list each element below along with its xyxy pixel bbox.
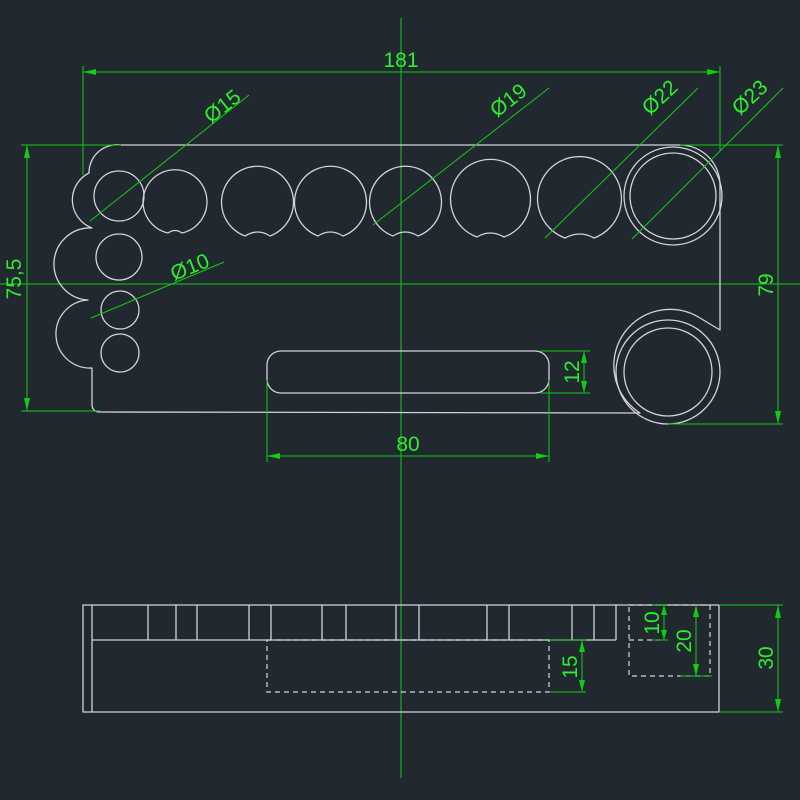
arrow-12-top [581, 351, 587, 363]
arrow-10-bottom [661, 630, 667, 640]
leader-dia23 [631, 87, 784, 240]
arrow-30-bottom [775, 699, 781, 712]
hole-left-2 [95, 233, 143, 281]
dim-slot-length: 80 [396, 433, 419, 456]
dim-dia15: Ø15 [200, 85, 245, 128]
dim-dia19: Ø19 [486, 79, 531, 122]
long-slot [266, 350, 550, 394]
center-lines [0, 18, 800, 778]
arrow-20-top [693, 605, 699, 617]
hole-lower-right-inner [623, 327, 713, 417]
hole-section-lines [147, 605, 617, 640]
leader-dia10 [90, 261, 225, 319]
side-view-outline [82, 604, 720, 713]
arrow-30-top [775, 605, 781, 618]
arrow-12-bottom [581, 381, 587, 393]
top-view-dimensions: 181 Ø15 Ø19 Ø22 Ø23 Ø10 75,5 79 [3, 49, 784, 462]
top-view-outline [53, 144, 721, 414]
hole-dia23-inner [629, 152, 717, 240]
dim-height-left: 75,5 [3, 259, 26, 300]
dim-dia22: Ø22 [638, 76, 683, 120]
hidden-large-hole [628, 604, 711, 677]
dim-height-right: 79 [755, 273, 778, 296]
arrow-10-top [661, 605, 667, 615]
leader-dia19 [372, 87, 550, 226]
arrow-79-bottom [775, 411, 781, 424]
dim-depth-20: 20 [673, 629, 696, 652]
hole-lower-right-outer [615, 319, 721, 425]
leader-dia22 [544, 87, 699, 239]
arrow-75-top [24, 145, 30, 158]
dim-dia23: Ø23 [728, 76, 773, 120]
arrow-20-bottom [693, 664, 699, 676]
keyhole-slot-2 [220, 165, 295, 237]
hole-dia15 [93, 170, 145, 222]
leader-dia15 [89, 94, 250, 222]
arrow-80-right [536, 453, 549, 459]
dim-dia10: Ø10 [167, 249, 212, 285]
dim-depth-10: 10 [641, 611, 664, 634]
arrow-75-bottom [24, 398, 30, 411]
side-view [82, 604, 720, 713]
arrow-181-right [707, 69, 720, 75]
dim-slot-width: 12 [561, 360, 584, 383]
arrow-15-bottom [579, 680, 585, 692]
arrow-80-left [267, 453, 280, 459]
dim-overall-width: 181 [383, 49, 418, 72]
keyhole-slot-6 [536, 155, 623, 239]
keyhole-slot-1 [142, 169, 208, 234]
arrow-181-left [83, 69, 96, 75]
keyhole-slot-3 [293, 165, 368, 237]
side-view-dimensions: 10 20 30 15 [549, 604, 783, 713]
hole-dia10-b [100, 333, 140, 373]
keyhole-slot-4 [368, 165, 443, 237]
hidden-slot-pocket [266, 639, 550, 693]
dim-total-thickness: 30 [755, 646, 778, 669]
hole-dia23-outer [623, 146, 723, 246]
hole-dia10-a [100, 290, 140, 330]
arrow-15-top [579, 640, 585, 652]
keyhole-slot-5 [449, 158, 532, 238]
arrow-79-top [775, 145, 781, 158]
top-view [53, 144, 723, 425]
dim-slot-depth: 15 [559, 655, 582, 678]
